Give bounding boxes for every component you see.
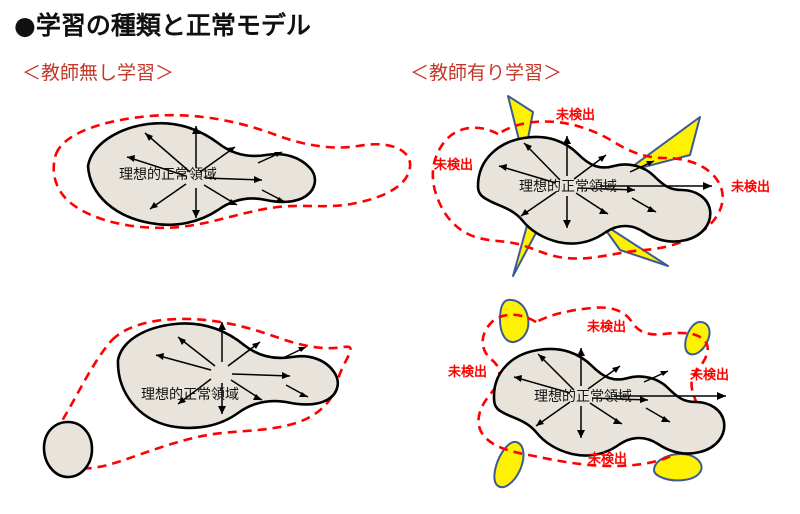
diagram-supervised-top: 理想的正常領域 (431, 95, 724, 277)
undetected-label: 未検出 (588, 452, 628, 467)
anomaly-blob-top-left (499, 298, 530, 344)
diagram-supervised-bottom: 理想的正常領域 (477, 298, 726, 489)
ideal-normal-region (476, 135, 712, 245)
undetected-label: 未検出 (448, 365, 488, 380)
anomaly-spike-top-right (624, 116, 701, 173)
region-label-text: 理想的正常領域 (119, 166, 217, 183)
anomaly-blob-bottom-left (493, 440, 525, 489)
section-heading-unsupervised: ＜教師無し学習＞ (22, 62, 175, 84)
undetected-label: 未検出 (556, 108, 596, 123)
outward-arrows-group (155, 322, 309, 414)
supervised-top-learned-boundary (431, 120, 724, 260)
page-title: ●学習の種類と正常モデル (14, 11, 311, 40)
undetected-label: 未検出 (587, 320, 627, 335)
anomaly-blob-bottom-right (653, 453, 703, 482)
region-label-text: 理想的正常領域 (534, 388, 632, 405)
diagram-unsupervised-top: 理想的正常領域 (52, 113, 412, 230)
anomaly-blob-top-right (684, 321, 711, 356)
outward-arrows-group (126, 126, 286, 218)
unsupervised-bottom-learned-boundary (54, 317, 352, 470)
undetected-label: 未検出 (731, 180, 771, 195)
outlier-cluster-ellipse (42, 420, 94, 479)
region-label-text: 理想的正常領域 (519, 178, 617, 195)
anomaly-spike-bottom-right (599, 221, 669, 267)
unsup-top-loop (52, 113, 412, 230)
ideal-normal-region (492, 347, 726, 457)
section-heading-supervised: ＜教師有り学習＞ (410, 62, 563, 84)
ideal-normal-region (116, 322, 340, 430)
region-label-text: 理想的正常領域 (141, 386, 239, 403)
outward-arrows-group (498, 136, 712, 228)
ideal-normal-region (86, 121, 317, 227)
diagram-unsupervised-bottom: 理想的正常領域 (42, 317, 352, 479)
outward-arrows-group (513, 348, 726, 438)
undetected-label: 未検出 (434, 158, 474, 173)
undetected-label: 未検出 (690, 368, 730, 383)
